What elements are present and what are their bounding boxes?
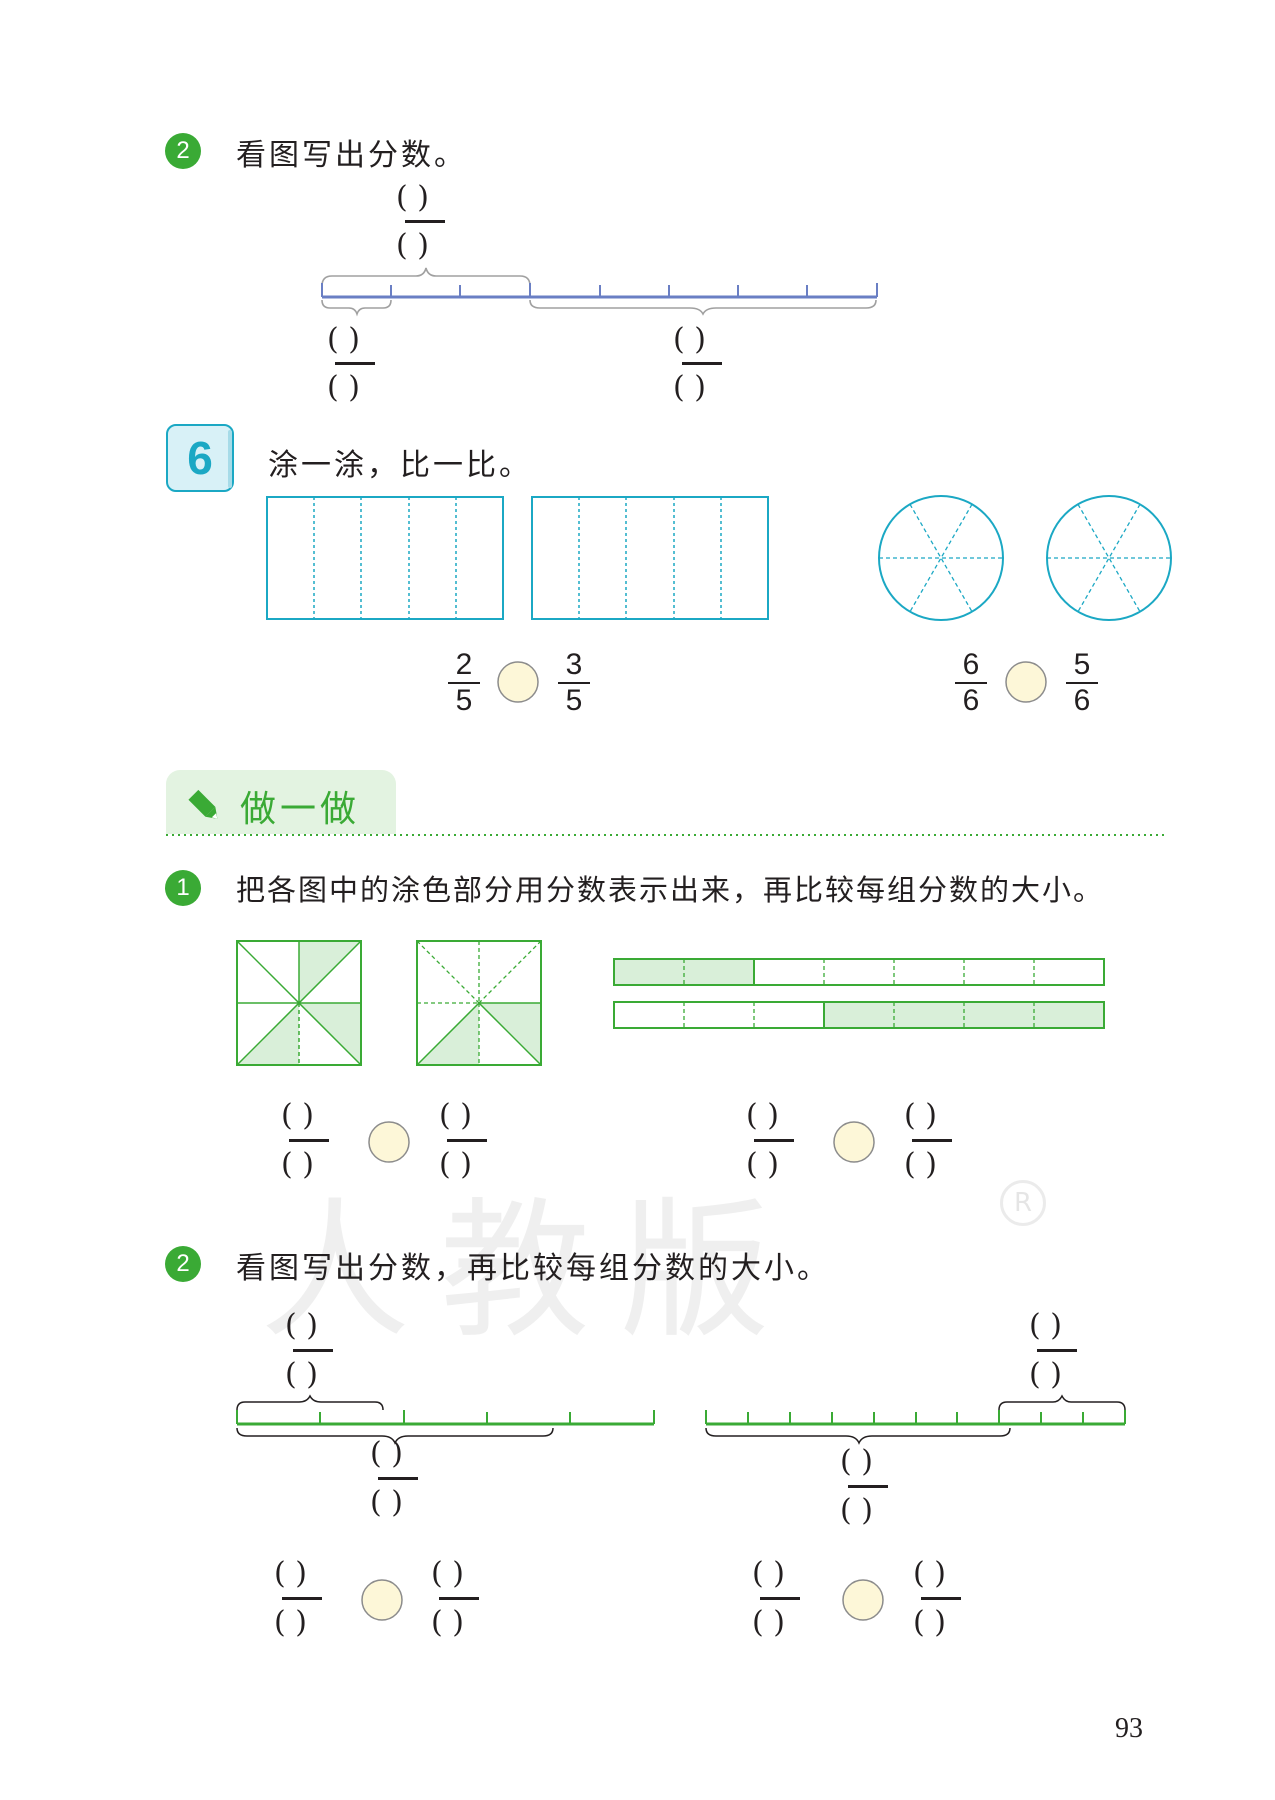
compare-circle-icon bbox=[361, 1579, 403, 1621]
page-number: 93 bbox=[1115, 1713, 1143, 1744]
compare-circle-icon bbox=[842, 1579, 884, 1621]
brace-bottom-rest bbox=[529, 299, 877, 316]
circle-sixths-left[interactable] bbox=[878, 495, 1004, 621]
compare-circle-icon bbox=[833, 1121, 875, 1163]
brace-left-top bbox=[236, 1394, 384, 1411]
brace-top-third bbox=[321, 267, 531, 287]
question-number: 2 bbox=[176, 137, 190, 164]
brace-left-bottom bbox=[236, 1427, 554, 1445]
registered-mark-icon: R bbox=[1000, 1180, 1046, 1226]
strip-sevenths-bottom bbox=[613, 1001, 1105, 1029]
compare-circle-icon bbox=[368, 1121, 410, 1163]
question-badge: 2 bbox=[165, 133, 201, 169]
question-instruction: 看图写出分数。 bbox=[236, 138, 467, 173]
circle-sixths-right[interactable] bbox=[1046, 495, 1172, 621]
square-eighths-a bbox=[236, 940, 362, 1066]
question-instruction: 看图写出分数，再比较每组分数的大小。 bbox=[236, 1251, 830, 1286]
example-number: 6 bbox=[187, 432, 213, 484]
square-eighths-b bbox=[416, 940, 542, 1066]
example-number-box: 6 bbox=[166, 424, 234, 492]
rect-fifths-right[interactable] bbox=[531, 496, 769, 620]
compare-circle-icon bbox=[1005, 661, 1047, 703]
question-badge: 1 bbox=[165, 870, 201, 906]
example-box-shadow bbox=[228, 430, 232, 488]
strip-sevenths-top bbox=[613, 958, 1105, 986]
publisher-watermark: 人教版 bbox=[260, 1185, 801, 1359]
pencil-icon bbox=[188, 789, 218, 819]
brace-bottom-one bbox=[321, 299, 392, 317]
compare-circle-icon bbox=[497, 661, 539, 703]
question-instruction: 把各图中的涂色部分用分数表示出来，再比较每组分数的大小。 bbox=[236, 873, 1105, 907]
practice-heading: 做一做 bbox=[240, 789, 361, 830]
question-badge: 2 bbox=[165, 1246, 201, 1282]
example-instruction: 涂一涂，比一比。 bbox=[268, 448, 532, 483]
rect-fifths-left[interactable] bbox=[266, 496, 504, 620]
brace-right-bottom bbox=[705, 1427, 1011, 1445]
brace-right-top bbox=[998, 1394, 1126, 1411]
